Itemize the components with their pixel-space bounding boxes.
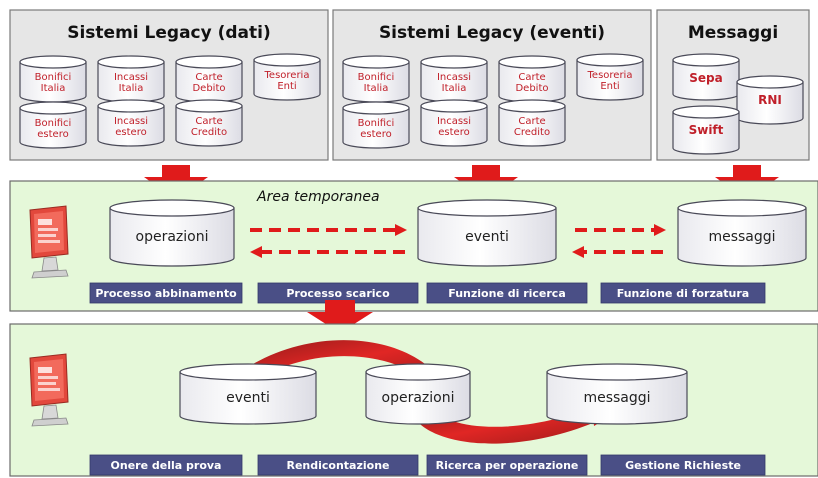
function-button[interactable]: Onere della prova <box>89 454 243 476</box>
function-button-label: Rendicontazione <box>286 459 389 472</box>
dashed-arrows <box>250 224 666 258</box>
function-button-label: Processo scarico <box>286 287 390 300</box>
storage-cylinder: messaggi <box>546 363 688 425</box>
function-button-label: Funzione di forzatura <box>617 287 749 300</box>
cylinder-label: Debito <box>515 83 548 94</box>
function-button[interactable]: Funzione di ricerca <box>426 282 588 304</box>
down-arrow-icon <box>307 300 373 333</box>
cylinder-label: Carte <box>195 116 222 127</box>
panel-legacy-eventi: Sistemi Legacy (eventi) BonificiItaliaIn… <box>332 9 652 161</box>
function-button-label: Gestione Richieste <box>625 459 741 472</box>
cylinder-label: Incassi <box>437 72 471 83</box>
cylinder-label: Italia <box>364 83 389 94</box>
storage-cylinder: eventi <box>417 199 557 267</box>
panel-title-messaggi: Messaggi <box>688 23 778 43</box>
cylinder-label: Italia <box>442 83 467 94</box>
panel-title-legacy-eventi: Sistemi Legacy (eventi) <box>379 23 605 43</box>
function-button[interactable]: Rendicontazione <box>257 454 419 476</box>
storage-cylinder: eventi <box>179 363 317 425</box>
cylinder-label: Debito <box>192 83 225 94</box>
cylinder-label: estero <box>37 129 68 140</box>
cylinder-label: Credito <box>191 127 227 138</box>
dashed-arrow-icon <box>575 224 666 236</box>
function-button-label: Onere della prova <box>111 459 222 472</box>
function-button[interactable]: Processo abbinamento <box>89 282 243 304</box>
panel-title-legacy-dati: Sistemi Legacy (dati) <box>67 23 271 43</box>
cylinder-label: Carte <box>518 72 545 83</box>
area-temporanea-panel: Area temporanea operazioni eventi messaggi… <box>9 180 818 312</box>
cylinder-label: Incassi <box>114 116 148 127</box>
message-cylinder: RNI <box>736 75 804 125</box>
storage-cylinder: messaggi <box>677 199 807 267</box>
cylinder-label: estero <box>115 127 146 138</box>
function-button-label: Processo abbinamento <box>95 287 237 300</box>
storage-label: eventi <box>226 390 270 406</box>
cylinder-label: Bonifici <box>358 118 395 129</box>
storage-cylinder: operazioni <box>365 363 471 425</box>
storage-label: messaggi <box>708 229 775 245</box>
message-cylinder: Sepa <box>672 53 740 101</box>
monitor-icon <box>29 353 69 427</box>
area-title: Area temporanea <box>256 189 380 205</box>
cylinder-label: Carte <box>518 116 545 127</box>
dashed-arrow-icon <box>572 246 663 258</box>
storage-label: operazioni <box>136 229 209 245</box>
dashed-arrow-icon <box>250 224 407 236</box>
cylinder-label: Bonifici <box>35 118 72 129</box>
cylinder-label: Enti <box>277 81 296 92</box>
bottom-panel: eventi operazioni messaggi Onere della pro… <box>9 323 818 477</box>
cylinder-label: estero <box>360 129 391 140</box>
function-button-label: Ricerca per operazione <box>436 459 579 472</box>
function-button[interactable]: Ricerca per operazione <box>426 454 588 476</box>
cylinder-label: Italia <box>41 83 66 94</box>
function-button-label: Funzione di ricerca <box>448 287 566 300</box>
cylinder-label: Incassi <box>437 116 471 127</box>
cylinder-label: Tesoreria <box>264 70 310 81</box>
cylinder-label: Italia <box>119 83 144 94</box>
monitor-icon <box>29 205 69 279</box>
cylinder-label: Incassi <box>114 72 148 83</box>
cylinder-label: Enti <box>600 81 619 92</box>
storage-label: operazioni <box>382 390 455 406</box>
cylinder-label: Tesoreria <box>587 70 633 81</box>
cylinder-label: Credito <box>514 127 550 138</box>
storage-cylinder: operazioni <box>109 199 235 267</box>
cylinder-label: Bonifici <box>35 72 72 83</box>
panel-legacy-dati: Sistemi Legacy (dati) BonificiItaliaInca… <box>9 9 329 161</box>
message-label: Swift <box>689 123 724 137</box>
function-button[interactable]: Funzione di forzatura <box>600 282 766 304</box>
cylinder-label: Bonifici <box>358 72 395 83</box>
message-cylinder: Swift <box>672 105 740 155</box>
cylinder-label: estero <box>438 127 469 138</box>
message-label: Sepa <box>689 71 722 85</box>
function-button[interactable]: Gestione Richieste <box>600 454 766 476</box>
cylinder-label: Carte <box>195 72 222 83</box>
dashed-arrow-icon <box>250 246 405 258</box>
storage-label: messaggi <box>583 390 650 406</box>
storage-label: eventi <box>465 229 509 245</box>
message-label: RNI <box>758 93 782 107</box>
